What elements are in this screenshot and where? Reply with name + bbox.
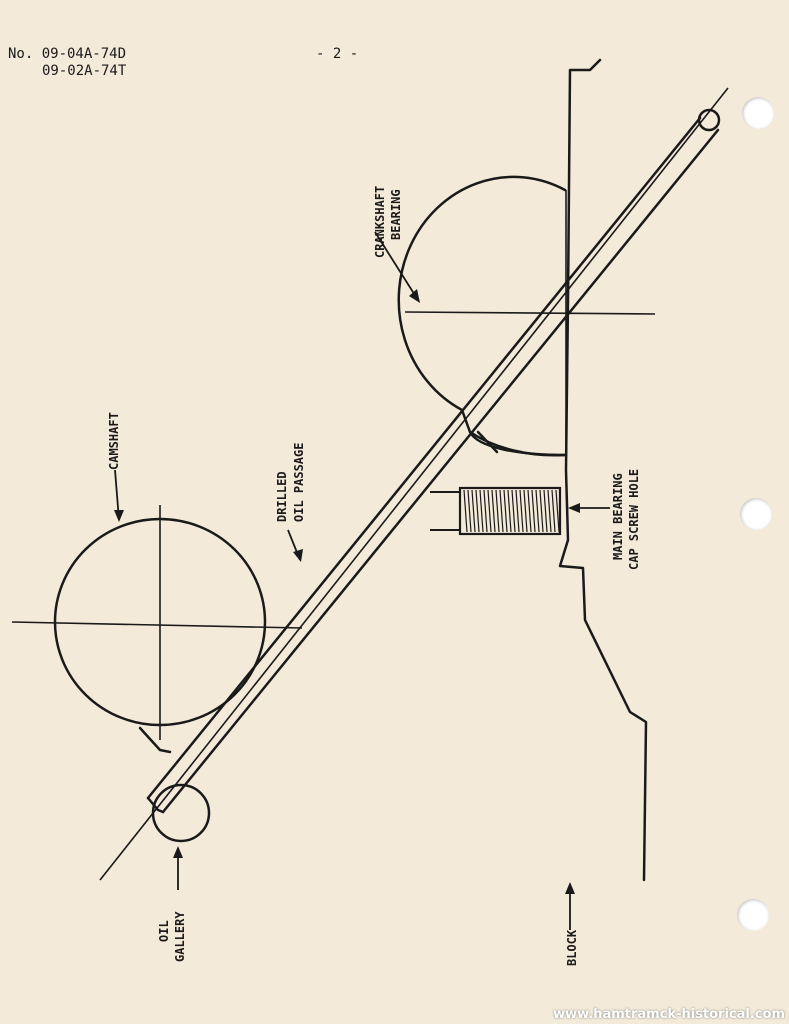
thread-line <box>535 489 540 533</box>
label-crankshaft-bearing-1: CRANKSHAFT <box>373 186 387 258</box>
oil-passage-top-cap <box>697 108 721 132</box>
thread-line <box>463 489 468 533</box>
label-crankshaft-bearing-2: BEARING <box>389 189 403 240</box>
label-drilled-oil-passage-2: OIL PASSAGE <box>292 443 306 522</box>
thread-line <box>471 489 476 533</box>
thread-line <box>483 489 488 533</box>
document-number: No. 09-04A-74D 09-02A-74T <box>8 46 126 80</box>
oil-passage-end <box>146 796 165 814</box>
thread-line <box>467 489 472 533</box>
oil-passage-lower-edge <box>161 128 720 814</box>
watermark: www.hamtramck-historical.com <box>553 1007 785 1022</box>
page-number: - 2 - <box>316 46 359 62</box>
thread-line <box>495 489 500 533</box>
camshaft-junction <box>138 726 172 754</box>
oil-passage-upper-edge <box>146 116 702 800</box>
thread-line <box>527 489 532 533</box>
binder-hole-bottom <box>737 899 769 931</box>
block-outline <box>558 58 648 882</box>
thread-line <box>475 489 480 533</box>
label-oil-gallery-1: OIL <box>157 920 171 942</box>
label-main-bearing-2: CAP SCREW HOLE <box>627 469 641 570</box>
thread-line <box>519 489 524 533</box>
thread-line <box>547 489 552 533</box>
document-number-line-1: No. 09-04A-74D <box>8 46 127 62</box>
camshaft-centerline-horizontal <box>11 621 303 629</box>
label-camshaft: CAMSHAFT <box>107 412 121 470</box>
label-block: BLOCK <box>565 929 579 966</box>
crankshaft-bearing-arc <box>397 175 567 457</box>
thread-line <box>523 489 528 533</box>
thread-line <box>499 489 504 533</box>
thread-line <box>539 489 544 533</box>
thread-line <box>479 489 484 533</box>
crank-bearing-arrow <box>374 231 419 301</box>
passage-centerline <box>99 87 729 881</box>
crank-junction <box>476 430 499 454</box>
thread-line <box>491 489 496 533</box>
cap-screw-threads <box>430 486 562 536</box>
thread-line <box>515 489 520 533</box>
thread-line <box>487 489 492 533</box>
document-number-line-2: 09-02A-74T <box>42 63 127 79</box>
thread-line <box>555 489 560 533</box>
thread-line <box>507 489 512 533</box>
crank-centerline-horizontal <box>404 311 656 315</box>
thread-line <box>531 489 536 533</box>
label-drilled-oil-passage-1: DRILLED <box>275 471 289 522</box>
binder-hole-middle <box>740 498 772 530</box>
label-oil-gallery-2: GALLERY <box>173 911 187 962</box>
thread-line <box>543 489 548 533</box>
oil-gallery-circle <box>151 783 211 843</box>
thread-line <box>551 489 556 533</box>
crankshaft-bearing-lower <box>468 430 567 457</box>
label-main-bearing-1: MAIN BEARING <box>611 473 625 560</box>
thread-line <box>503 489 508 533</box>
thread-line <box>511 489 516 533</box>
binder-hole-top <box>742 97 774 129</box>
